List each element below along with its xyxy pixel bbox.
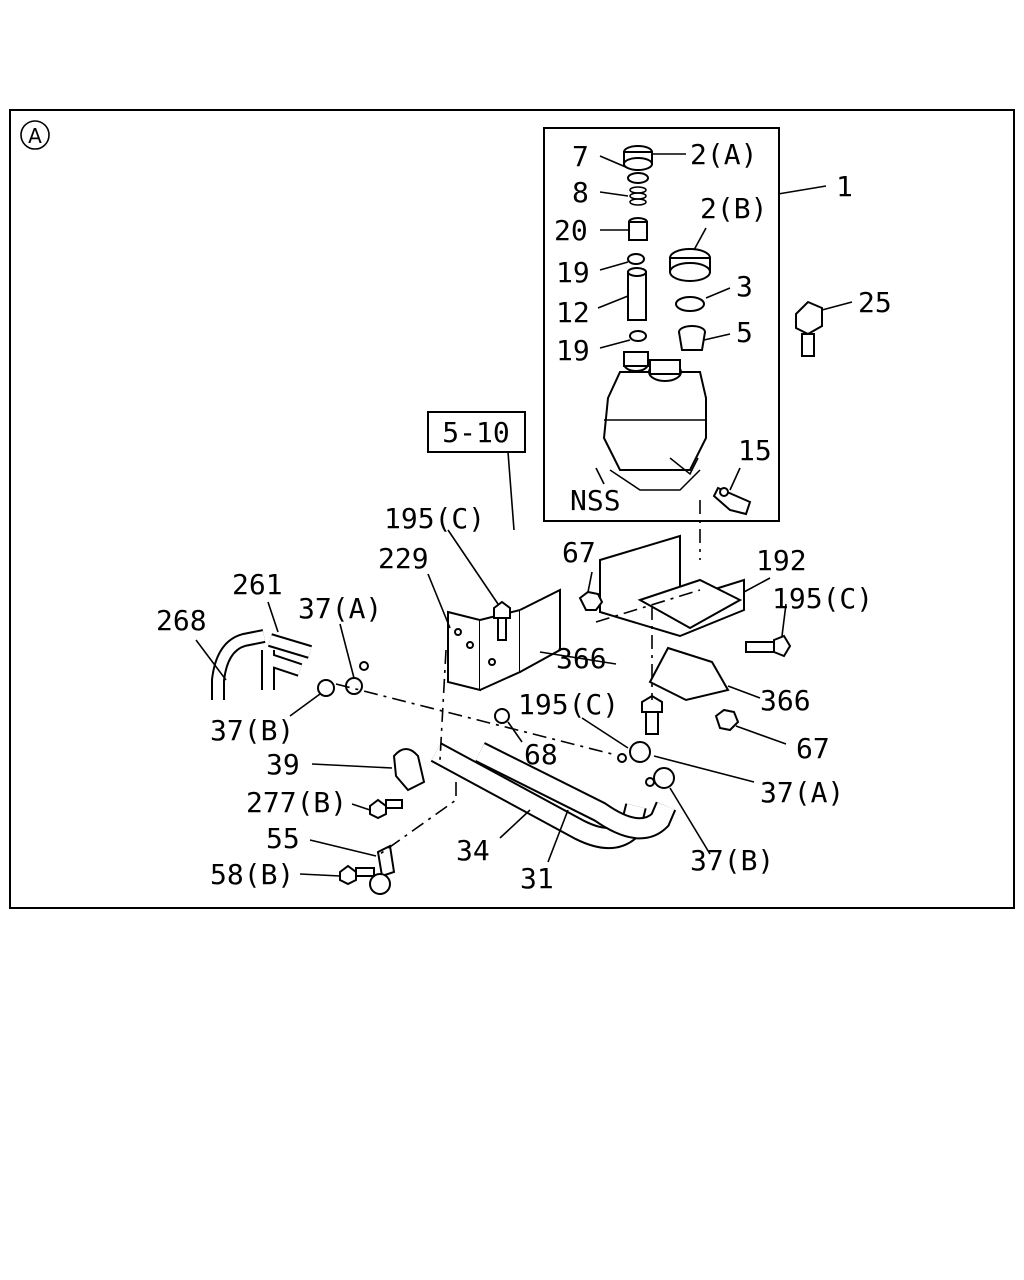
label-55: 55: [266, 822, 300, 855]
label-195c-lower: 195(C): [518, 688, 619, 721]
label-19-upper: 19: [556, 256, 590, 289]
label-68: 68: [524, 738, 558, 771]
leader-lines: [195, 153, 853, 877]
diagram-frame: [9, 109, 1015, 909]
label-195c-right: 195(C): [772, 582, 873, 615]
label-366-lower: 366: [760, 684, 811, 717]
label-2a: 2(A): [690, 138, 757, 171]
label-31: 31: [520, 862, 554, 895]
bolt-195c-lower: [641, 694, 663, 735]
label-25: 25: [858, 286, 892, 319]
label-37a-right: 37(A): [760, 776, 844, 809]
bolt-195c-right: [745, 634, 792, 658]
bolt-195c-upper: [493, 600, 511, 641]
reference-box-text: 5-10: [442, 416, 509, 449]
bolt-277b: [369, 798, 403, 820]
label-8: 8: [572, 176, 589, 209]
label-39: 39: [266, 748, 300, 781]
ring-7: [627, 172, 649, 184]
centerline-4: [379, 649, 457, 855]
label-67-upper: 67: [562, 536, 596, 569]
view-marker-letter: A: [28, 124, 42, 148]
label-19-lower: 19: [556, 334, 590, 367]
strainer-5: [678, 325, 706, 351]
label-1: 1: [836, 170, 853, 203]
tube-12: [627, 267, 647, 321]
nut-67-upper: [578, 590, 604, 611]
bracket-366-upper: [637, 578, 743, 630]
label-67-lower: 67: [796, 732, 830, 765]
spring-8: [629, 186, 647, 206]
label-37b-right: 37(B): [690, 844, 774, 877]
label-58b: 58(B): [210, 858, 294, 891]
part-labels: 7 2(A) 8 20 2(B) 1 19 3 12 25 5 19 15 NS…: [156, 138, 892, 895]
bracket-192: [599, 534, 745, 638]
label-37b-left: 37(B): [210, 714, 294, 747]
nut-67-lower: [714, 708, 740, 732]
label-277b: 277(B): [246, 786, 347, 819]
bolt-58b: [339, 864, 375, 886]
bracket-229: [447, 588, 561, 692]
nut-68: [494, 708, 510, 724]
seal-3: [675, 296, 705, 312]
reference-box: 5-10: [427, 411, 526, 453]
label-366-upper: 366: [556, 642, 607, 675]
label-12: 12: [556, 296, 590, 329]
label-261: 261: [232, 568, 283, 601]
centerline-5: [595, 589, 701, 623]
reservoir-detail-box: [543, 127, 780, 522]
clamp-37b-right: [645, 767, 675, 789]
plunger-20: [628, 217, 648, 241]
bolt-25: [795, 300, 823, 357]
label-nss: NSS: [570, 484, 621, 517]
label-20: 20: [554, 214, 588, 247]
label-195c-top: 195(C): [384, 502, 485, 535]
view-marker: A: [20, 120, 50, 150]
clip-39: [392, 748, 426, 792]
cap-2b: [669, 248, 711, 282]
clamp-37a-right: [617, 741, 651, 763]
label-268: 268: [156, 604, 207, 637]
ring-19-upper: [627, 253, 645, 265]
hose-31: [475, 742, 677, 840]
cap-2a: [623, 145, 653, 171]
label-34: 34: [456, 834, 490, 867]
label-192: 192: [756, 544, 807, 577]
clamp-37b-left: [317, 679, 335, 697]
label-37a-left: 37(A): [298, 592, 382, 625]
ring-19-lower: [629, 330, 647, 342]
label-229: 229: [378, 542, 429, 575]
reservoir-tank: [602, 351, 707, 491]
hose-261: [261, 633, 313, 690]
label-2b: 2(B): [700, 192, 767, 225]
label-15: 15: [738, 434, 772, 467]
bracket-366-lower: [648, 646, 730, 702]
clamp-15: [712, 486, 752, 516]
label-7: 7: [572, 140, 589, 173]
label-3: 3: [736, 270, 753, 303]
hose-268: [211, 629, 266, 700]
centerline-3: [335, 683, 613, 755]
label-5: 5: [736, 316, 753, 349]
